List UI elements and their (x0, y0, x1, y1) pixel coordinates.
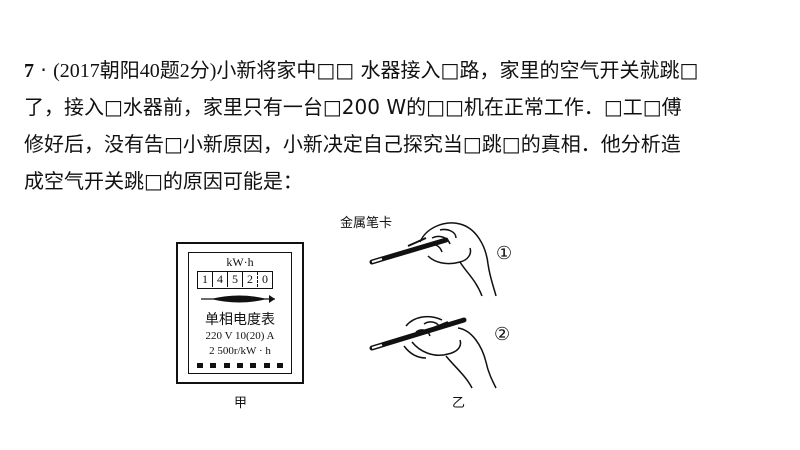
meter-digits: 1 4 5 2 0 (197, 271, 273, 289)
electricity-meter: kW·h 1 4 5 2 0 单相电度表 220 V 10(20) A 2 50… (176, 242, 304, 384)
question-text: 7 · (2017朝阳40题2分)小新将家中□□ 水器接入□路，家里的空气开关就… (24, 52, 776, 200)
question-number: 7 (24, 60, 34, 82)
question-line-1: 7 · (2017朝阳40题2分)小新将家中□□ 水器接入□路，家里的空气开关就… (24, 52, 776, 89)
terminal-dot (236, 363, 243, 368)
pen-clip-label: 金属笔卡 (340, 216, 393, 231)
meter-spec-rating: 220 V 10(20) A (205, 330, 275, 342)
meter-face: kW·h 1 4 5 2 0 单相电度表 220 V 10(20) A 2 50… (188, 252, 292, 374)
question-separator: · (34, 58, 54, 82)
terminal-dot (210, 363, 217, 368)
question-line-2: 了，接入□水器前，家里只有一台□200 W的□□机在正常工作．□工□傅 (24, 95, 682, 119)
terminal-dot (263, 363, 270, 368)
question-line-1-text: 小新将家中□□ 水器接入□路，家里的空气开关就跳□ (216, 58, 699, 82)
hand-pen-1-icon (369, 222, 497, 297)
mark-1: ① (496, 243, 513, 264)
meter-digit: 2 (243, 272, 258, 287)
meter-spec-revolutions: 2 500r/kW · h (209, 345, 271, 357)
meter-unit: kW·h (226, 255, 254, 269)
question-line-4: 成空气开关跳□的原因可能是： (24, 169, 303, 193)
meter-digit: 1 (198, 272, 213, 287)
figure-b-label: 乙 (452, 396, 466, 411)
meter-name: 单相电度表 (205, 312, 275, 328)
question-line-3: 修好后，没有告□小新原因，小新决定自己探究当□跳□的真相．他分析造 (24, 132, 681, 156)
meter-digit-decimal: 0 (262, 272, 268, 286)
hand-pen-2-icon (369, 315, 497, 389)
question-source: (2017朝阳40题2分) (53, 60, 217, 82)
terminal-dot (197, 363, 203, 368)
terminal-dot (250, 363, 257, 368)
meter-terminals (197, 363, 283, 368)
terminal-dot (223, 363, 230, 368)
terminal-dot (276, 363, 283, 368)
meter-digit: 4 (213, 272, 228, 287)
meter-digit: 5 (228, 272, 243, 287)
figure-a-label: 甲 (234, 396, 248, 411)
meter-rotor-arrow-icon (201, 295, 275, 303)
mark-2: ② (494, 324, 511, 345)
